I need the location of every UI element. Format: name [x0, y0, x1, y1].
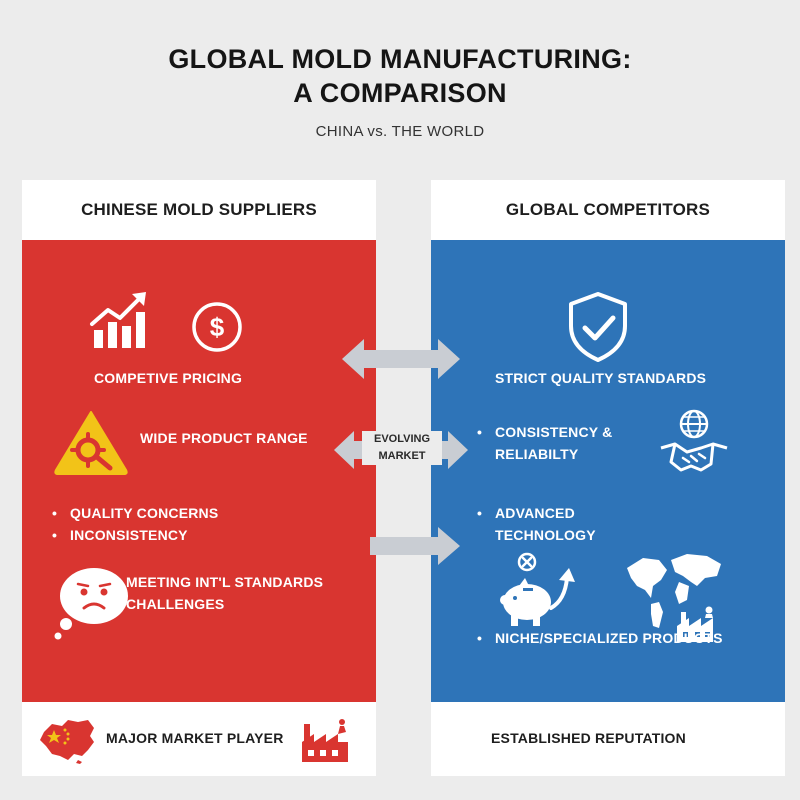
global-competitors-header: GLOBAL COMPETITORS	[431, 180, 785, 240]
evolving-market-line-2: MARKET	[378, 450, 426, 462]
bullet-dot: •	[52, 505, 57, 521]
standards-label-line-2: CHALLENGES	[126, 596, 225, 612]
quality-concerns-label: QUALITY CONCERNS	[70, 505, 219, 521]
world-map-factory-icon	[627, 554, 721, 642]
svg-text:$: $	[210, 312, 225, 342]
right-arrow-bottom-icon	[370, 527, 460, 565]
chinese-suppliers-panel: CHINESE MOLD SUPPLIERS $ COMPETIVE PRICI…	[22, 180, 376, 776]
china-map-icon	[40, 720, 94, 764]
growth-chart-icon	[90, 292, 146, 348]
shield-check-icon	[569, 292, 627, 362]
chinese-suppliers-body: $ COMPETIVE PRICING WIDE PRODUCT RANGE •…	[22, 240, 376, 702]
bullet-dot: •	[477, 424, 482, 440]
factory-icon	[302, 719, 348, 762]
dollar-coin-icon: $	[192, 302, 242, 352]
strict-quality-label: STRICT QUALITY STANDARDS	[495, 370, 707, 386]
consistency-label-line-1: CONSISTENCY &	[495, 424, 613, 440]
title-line-1: GLOBAL MOLD MANUFACTURING:	[168, 44, 632, 74]
double-arrow-top-icon	[342, 339, 460, 379]
evolving-market-line-1: EVOLVING	[373, 433, 431, 445]
niche-products-label: NICHE/SPECIALIZED PRODUCTS	[495, 630, 723, 646]
evolving-market-label: EVOLVING MARKET	[362, 431, 442, 465]
established-reputation-label: ESTABLISHED REPUTATION	[491, 730, 686, 746]
technology-label-line-2: TECHNOLOGY	[495, 527, 596, 543]
chinese-suppliers-header: CHINESE MOLD SUPPLIERS	[22, 180, 376, 240]
page-subtitle: CHINA vs. THE WORLD	[315, 123, 485, 140]
bullet-dot: •	[477, 630, 482, 646]
inconsistency-label: INCONSISTENCY	[70, 527, 188, 543]
global-competitors-panel: GLOBAL COMPETITORS STRICT QUALITY STANDA…	[431, 180, 785, 776]
competitive-pricing-label: COMPETIVE PRICING	[94, 370, 243, 386]
warning-gear-icon	[54, 411, 128, 475]
globe-handshake-icon	[660, 409, 728, 472]
consistency-label-line-2: RELIABILTY	[495, 446, 579, 462]
page-title: GLOBAL MOLD MANUFACTURING: A COMPARISON	[0, 42, 800, 110]
global-competitors-footer: ESTABLISHED REPUTATION	[431, 702, 785, 776]
worried-face-bubble-icon	[54, 568, 128, 640]
technology-label-line-1: ADVANCED	[495, 505, 575, 521]
standards-label-line-1: MEETING INT'L STANDARDS	[126, 574, 324, 590]
bullet-dot: •	[477, 505, 482, 521]
chinese-suppliers-footer: MAJOR MARKET PLAYER	[22, 702, 376, 776]
major-market-player-label: MAJOR MARKET PLAYER	[106, 730, 284, 746]
piggy-bank-growth-icon	[500, 552, 575, 626]
global-competitors-body: STRICT QUALITY STANDARDS • CONSISTENCY &…	[431, 240, 785, 702]
wide-product-range-label: WIDE PRODUCT RANGE	[140, 430, 308, 446]
bullet-dot: •	[52, 527, 57, 543]
title-line-2: A COMPARISON	[293, 78, 507, 108]
